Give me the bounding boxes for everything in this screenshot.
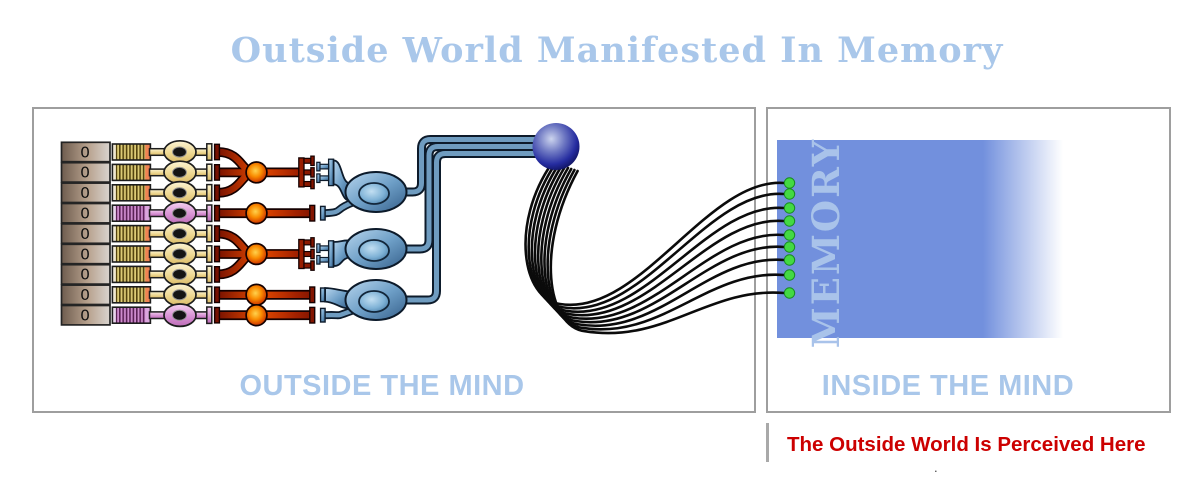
footer-dot: . — [934, 460, 938, 475]
outside-mind-label: OUTSIDE THE MIND — [239, 370, 525, 402]
inside-mind-label: INSIDE THE MIND — [821, 370, 1075, 402]
outside-mind-panel — [32, 107, 756, 413]
caption-bar — [766, 423, 769, 462]
inside-mind-panel — [766, 107, 1171, 413]
page-title: Outside World Manifested In Memory — [230, 30, 1004, 71]
caption-text: The Outside World Is Perceived Here — [787, 433, 1146, 456]
